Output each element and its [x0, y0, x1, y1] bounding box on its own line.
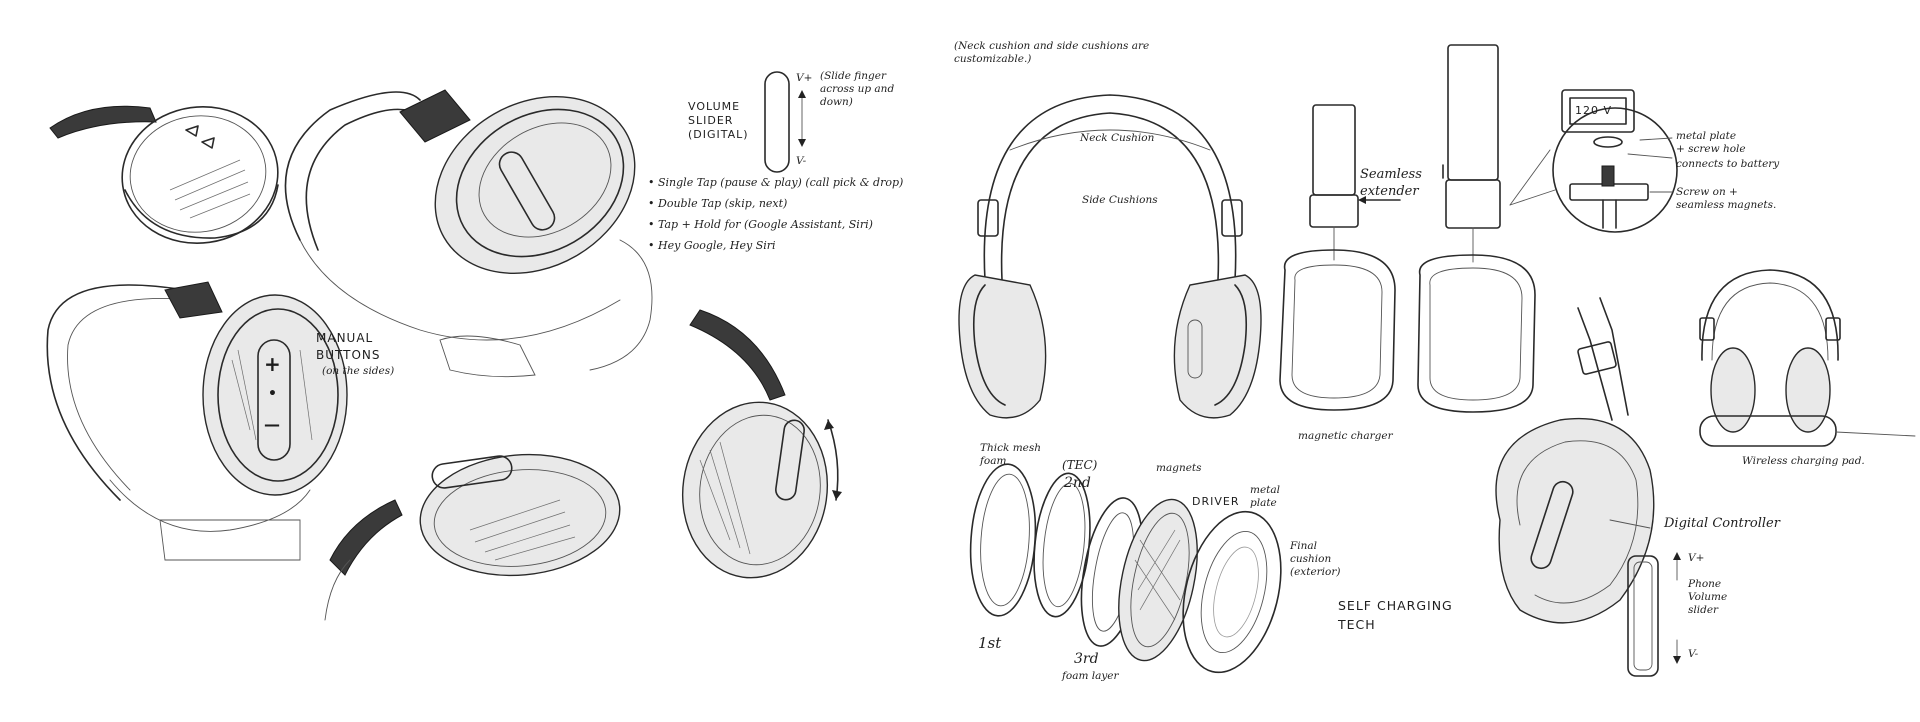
phone-volume-slider-label: Phone Volume slider: [1688, 578, 1728, 616]
neck-cushion-label: Neck Cushion: [1080, 132, 1155, 144]
on-sides-note: (on the sides): [322, 365, 395, 377]
sketch-earcup-small: [49, 105, 279, 245]
gesture-item: Double Tap (skip, next): [648, 193, 903, 214]
plus-button: +: [264, 352, 281, 376]
sketch-earcup-bottom: [324, 453, 621, 621]
first-label: 1st: [978, 634, 1002, 652]
digital-controller-label: Digital Controller: [1664, 516, 1780, 531]
minus-button: —: [264, 415, 280, 434]
volume-slider-label: VOLUME SLIDER (DIGITAL): [688, 100, 749, 141]
slide-finger-note: (Slide finger across up and down): [820, 70, 895, 108]
manual-buttons-label: MANUAL BUTTONS: [316, 331, 381, 362]
driver-label: DRIVER: [1192, 495, 1240, 508]
sketch-headphone-front: [958, 94, 1262, 419]
sketch-headphone-manual: [46, 281, 348, 561]
self-charging-label: SELF CHARGING TECH: [1338, 598, 1453, 632]
sketch-charger-detail: [1509, 89, 1678, 233]
gesture-item: Tap + Hold for (Google Assistant, Siri): [648, 214, 903, 235]
side-cushions-label: Side Cushions: [1082, 194, 1158, 206]
wireless-pad-label: Wireless charging pad.: [1742, 455, 1865, 467]
sketch-extender: [1279, 44, 1536, 413]
phone-v-minus-label: V-: [1688, 648, 1699, 660]
seamless-extender-label: Seamless extender: [1360, 167, 1422, 199]
screw-on-label: Screw on + seamless magnets.: [1676, 186, 1777, 211]
magnetic-charger-label: magnetic charger: [1298, 430, 1393, 442]
voltage-label: 120 V: [1575, 104, 1613, 117]
sketch-headphone-side: [1495, 297, 1681, 677]
metal-plate-label: metal plate + screw hole: [1676, 130, 1746, 155]
sketch-exploded-layers: [969, 463, 1282, 674]
thick-mesh-label: Thick mesh foam: [980, 442, 1042, 467]
magnets-label: magnets: [1156, 462, 1202, 474]
slider-v-minus: V-: [796, 155, 807, 167]
metal-plate-short-label: metal plate: [1250, 484, 1281, 509]
foam-layer-label: foam layer: [1062, 670, 1119, 682]
second-label: 2nd: [1064, 475, 1091, 491]
connects-battery-label: connects to battery: [1676, 158, 1780, 170]
third-label: 3rd: [1074, 651, 1099, 667]
sketch-headphone-large: [284, 89, 653, 378]
gesture-list: Single Tap (pause & play) (call pick & d…: [648, 172, 903, 256]
center-button: •: [268, 386, 277, 402]
phone-v-plus-label: V+: [1688, 552, 1705, 564]
tec-label: (TEC): [1062, 458, 1098, 472]
sketch-headphone-stand: [1699, 269, 1916, 447]
gesture-item: Single Tap (pause & play) (call pick & d…: [648, 172, 903, 193]
sketch-earcup-side: [681, 309, 842, 579]
gesture-item: Hey Google, Hey Siri: [648, 235, 903, 256]
cushion-note: (Neck cushion and side cushions are cust…: [954, 40, 1150, 65]
slider-v-plus: V+: [796, 72, 813, 84]
final-cushion-label: Final cushion (exterior): [1290, 540, 1341, 578]
